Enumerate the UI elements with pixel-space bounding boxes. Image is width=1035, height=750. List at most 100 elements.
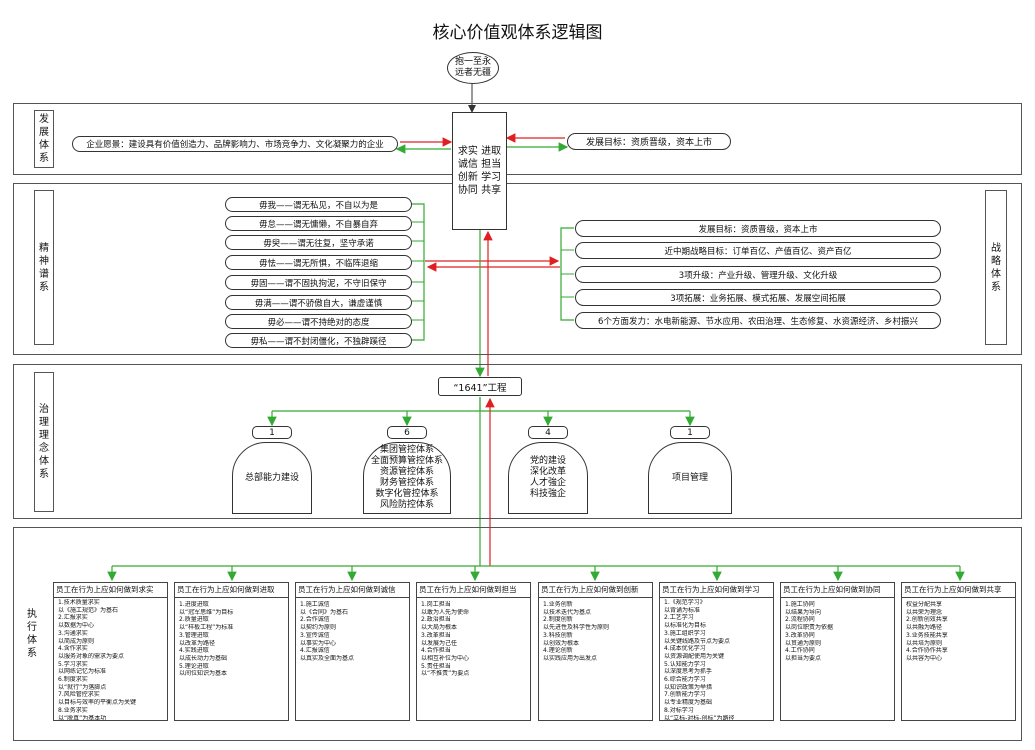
top-node-text: 抱一至永远者无疆 bbox=[454, 57, 491, 78]
strategy-item: 3项升级：产业升级、管理升级、文化升级 bbox=[575, 266, 941, 283]
execution-item: 4.合作协作共享 bbox=[906, 647, 948, 655]
execution-item: 以间位知识为基本 bbox=[179, 670, 228, 678]
dev-goal-pill: 发展目标：资质晋级，资本上市 bbox=[567, 133, 731, 150]
group-line: 项目管理 bbox=[671, 472, 708, 483]
group-line: 全面预算管控体系 bbox=[370, 456, 443, 466]
execution-item: 以先进性及科学性为原则 bbox=[543, 624, 610, 632]
group-lines: 总部能力建设 bbox=[245, 473, 299, 484]
group-line: 集团管控体系 bbox=[379, 445, 434, 455]
group-badge: 6 bbox=[387, 426, 427, 439]
execution-item: 以“样板工程”为标准 bbox=[179, 624, 234, 632]
execution-item: 2.创新创效共享 bbox=[906, 616, 948, 624]
group-line: 深化改革 bbox=[529, 467, 566, 477]
execution-item: 以目标与效率的平衡点为关键 bbox=[58, 699, 137, 707]
execution-item: 以深度思考为抓手 bbox=[664, 668, 713, 676]
core-values-text: 求实 进取 诚信 担当 创新 学习 协同 共享 bbox=[457, 146, 502, 196]
group-line: 总部能力建设 bbox=[244, 472, 299, 483]
execution-item: 3.科技创新 bbox=[543, 631, 573, 639]
execution-item: 4.合作担当 bbox=[421, 647, 451, 655]
governance-section bbox=[13, 364, 1022, 519]
execution-column-head: 员工在行为上应如何做到诚信 bbox=[296, 583, 409, 598]
execution-item: 1.技术质量求实 bbox=[58, 599, 100, 606]
execution-item: 以“就行”为落脚点 bbox=[58, 683, 107, 691]
execution-item: 7.创新能力学习 bbox=[664, 691, 706, 699]
group-badge: 1 bbox=[252, 426, 292, 439]
strategy-item-text: 近中期战略目标：订单百亿、产值百亿、资产百亿 bbox=[664, 246, 852, 257]
spirit-item: 毋私——谓不封闭僵化，不独辟蹊径 bbox=[225, 333, 412, 348]
page-title: 核心价值观体系逻辑图 bbox=[432, 23, 603, 43]
group-line: 风险防控体系 bbox=[379, 500, 434, 510]
group-badge-text: 1 bbox=[269, 427, 275, 438]
spirit-item: 毋怠——谓无慵懒，不自暴自弃 bbox=[225, 216, 412, 231]
execution-item: 3.宣传诚信 bbox=[300, 631, 330, 639]
group-line: 数字化管控体系 bbox=[375, 489, 439, 499]
group-badge-text: 1 bbox=[687, 427, 693, 438]
group-line: 科技強企 bbox=[529, 489, 566, 499]
execution-column-head: 员工在行为上应如何做到创新 bbox=[539, 583, 652, 598]
governance-label-text: 治理理念体系 bbox=[39, 404, 49, 480]
execution-item: 以岗位职责为依据 bbox=[785, 624, 834, 632]
spirit-item: 毋怯——谓无所惧，不临阵退缩 bbox=[225, 255, 412, 270]
core-values-box: 求实 进取 诚信 担当 创新 学习 协同 共享 bbox=[452, 112, 507, 230]
vision-pill: 企业愿景：建设具有价值创造力、品牌影响力、市场竞争力、文化凝聚力的企业 bbox=[72, 136, 398, 152]
execution-item: 以“冠军思维”为目标 bbox=[179, 608, 234, 616]
execution-item: 1.施工诚信 bbox=[300, 601, 330, 608]
group-badge: 1 bbox=[670, 426, 710, 439]
execution-label: 执行体系 bbox=[22, 534, 42, 734]
execution-item: 3.改革担当 bbox=[421, 631, 451, 639]
spirit-item: 毋臾——谓无往复，坚守承诺 bbox=[225, 235, 412, 250]
group-badge-text: 6 bbox=[404, 427, 410, 438]
spirit-item-text: 毋臾——谓无往复，坚守承诺 bbox=[263, 238, 374, 249]
execution-item: 以敢为人先为使命 bbox=[421, 608, 470, 616]
strategy-label-text: 战略体系 bbox=[991, 242, 1001, 293]
group-lines: 项目管理 bbox=[672, 473, 708, 484]
execution-item: 以数据为中心 bbox=[58, 622, 95, 630]
spirit-section bbox=[13, 183, 1022, 355]
execution-item: 以成长动力为基础 bbox=[179, 654, 228, 662]
execution-item: 5.认知能力学习 bbox=[664, 660, 706, 668]
execution-item: 以资源调配使用为关键 bbox=[664, 652, 725, 660]
execution-item: 以“不推责”为要点 bbox=[421, 670, 470, 678]
execution-item: 2.汇报求实 bbox=[58, 614, 88, 622]
execution-item: 1.施工协同 bbox=[785, 601, 815, 608]
execution-item: 以事实为中心 bbox=[300, 639, 337, 647]
strategy-item-text: 3项升级：产业升级、管理升级、文化升级 bbox=[678, 270, 838, 281]
execution-item: 3.管理进取 bbox=[179, 631, 209, 639]
development-label-text: 发展体系 bbox=[39, 114, 49, 164]
spirit-item: 毋满——谓不骄傲自大，谦虚谨慎 bbox=[225, 295, 412, 310]
execution-item: 8.对标学习 bbox=[664, 706, 694, 714]
group-arch: 集团管控体系全面预算管控体系资源管控体系财务管控体系数字化管控体系风险防控体系 bbox=[363, 442, 451, 514]
development-label: 发展体系 bbox=[34, 110, 54, 168]
execution-item: 8.业务求实 bbox=[58, 706, 88, 714]
execution-column-head: 员工在行为上应如何做到求实 bbox=[54, 583, 167, 598]
dev-goal-text: 发展目标：资质晋级，资本上市 bbox=[585, 138, 712, 148]
execution-item: 5.责任担当 bbox=[421, 662, 451, 670]
execution-item: 1.《规范学习》 bbox=[664, 599, 706, 606]
spirit-item-text: 毋必——谓不持绝对的态度 bbox=[267, 317, 370, 328]
execution-item: 以知识政策为举措 bbox=[664, 683, 713, 691]
strategy-item: 近中期战略目标：订单百亿、产值百亿、资产百亿 bbox=[575, 242, 941, 259]
group-badge: 4 bbox=[528, 426, 568, 439]
spirit-item: 毋必——谓不持绝对的态度 bbox=[225, 314, 412, 329]
execution-item: 以“脱真”为基本功 bbox=[58, 714, 107, 721]
execution-item: 2.合作诚信 bbox=[300, 616, 330, 624]
strategy-item-text: 3项拓展：业务拓展、模式拓展、发展空间拓展 bbox=[670, 293, 846, 304]
execution-label-text: 执行体系 bbox=[27, 609, 37, 659]
group-badge-text: 4 bbox=[545, 427, 551, 438]
execution-item: 1.进度进取 bbox=[179, 601, 209, 608]
group-arch: 总部能力建设 bbox=[232, 442, 312, 514]
spirit-item-text: 毋固——谓不固执拘泥，不守旧保守 bbox=[250, 278, 387, 289]
execution-item: 2.制度创新 bbox=[543, 616, 573, 624]
group-lines: 党的建设深化改革人才強企科技強企 bbox=[530, 456, 566, 500]
